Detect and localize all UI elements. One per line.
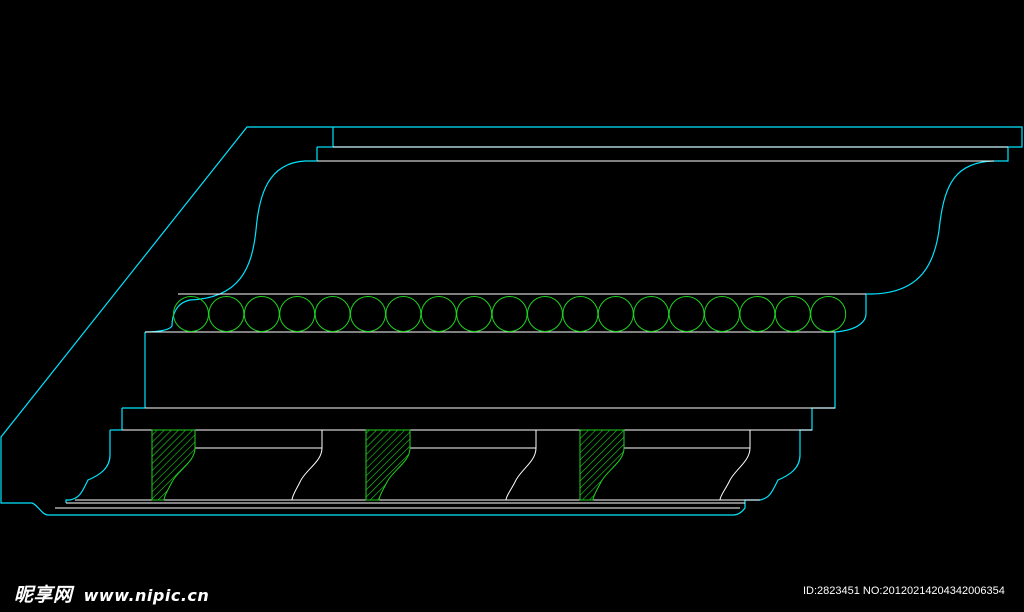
site-watermark: 昵享网 www.nipic.cn	[14, 580, 209, 607]
bead	[774, 296, 811, 332]
bead	[597, 296, 634, 332]
hatched-sections	[151, 429, 625, 501]
bead	[173, 296, 209, 332]
bead	[704, 296, 740, 332]
bead	[633, 296, 670, 332]
bead	[668, 296, 705, 332]
bead	[243, 296, 280, 332]
watermark-logo: 昵享网	[14, 584, 73, 606]
watermark-url: www.nipic.cn	[83, 586, 210, 605]
inner-detail-lines	[55, 146, 1008, 509]
bead-row	[173, 296, 847, 332]
bead	[420, 296, 457, 332]
bead	[314, 296, 351, 332]
bead	[456, 296, 493, 332]
image-id-line: ID:2823451 NO:20120214204342006354	[803, 585, 1005, 597]
bead	[208, 296, 245, 332]
bead	[385, 296, 422, 332]
bead	[562, 296, 599, 332]
bead	[279, 296, 316, 332]
bead	[350, 296, 386, 332]
bead	[527, 296, 563, 332]
bead	[810, 296, 847, 332]
bead	[491, 296, 528, 332]
bead	[739, 296, 776, 332]
